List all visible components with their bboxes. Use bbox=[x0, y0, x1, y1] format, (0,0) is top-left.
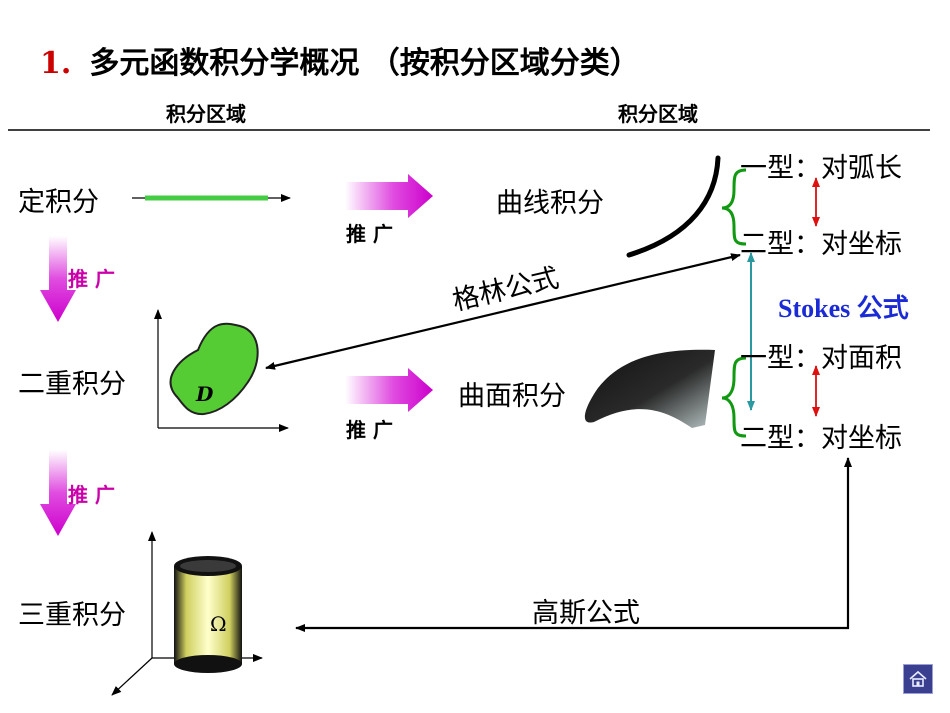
page-title: 1. 多元函数积分学概况 （按积分区域分类） bbox=[40, 38, 640, 82]
double-integral-label: 二重积分 bbox=[18, 369, 126, 400]
region-d-shape bbox=[169, 322, 259, 416]
home-icon bbox=[909, 670, 927, 687]
generalize-label-to-line: 推 广 bbox=[346, 222, 393, 246]
stokes-formula-label: Stokes 公式 bbox=[778, 294, 909, 323]
title-number: 1. bbox=[40, 46, 72, 81]
region-d-label: D bbox=[196, 382, 214, 406]
generalize-arrow-down-2 bbox=[40, 450, 76, 536]
line-type2-label: 二型：对坐标 bbox=[740, 229, 902, 260]
surface-patch bbox=[584, 349, 715, 428]
title-text: 多元函数积分学概况 （按积分区域分类） bbox=[89, 46, 640, 81]
header-left: 积分区域 bbox=[166, 102, 246, 126]
surface-type2-label: 二型：对坐标 bbox=[740, 423, 902, 454]
line-types-brace bbox=[721, 168, 747, 246]
generalize-arrow-down-1 bbox=[40, 236, 76, 322]
gauss-formula-label: 高斯公式 bbox=[532, 598, 640, 629]
generalize-arrow-to-line bbox=[345, 174, 433, 218]
generalize-arrow-to-surface bbox=[345, 368, 433, 412]
triple-x-axis bbox=[111, 657, 153, 696]
line-type1-label: 一型：对弧长 bbox=[740, 153, 902, 184]
header-right: 积分区域 bbox=[618, 102, 698, 126]
solid-omega-cylinder bbox=[174, 556, 242, 673]
region-omega-label: Ω bbox=[210, 612, 227, 636]
definite-integral-label: 定积分 bbox=[18, 187, 99, 218]
surface-type1-label: 一型：对面积 bbox=[740, 343, 902, 374]
line-integral-label: 曲线积分 bbox=[496, 188, 604, 219]
generalize-label-to-surface: 推 广 bbox=[346, 418, 393, 442]
generalize-label-down-2: 推 广 bbox=[68, 483, 115, 507]
green-formula-arrow bbox=[265, 253, 741, 370]
gauss-formula-arrow bbox=[295, 457, 852, 632]
triple-integral-label: 三重积分 bbox=[18, 600, 126, 631]
surface-integral-label: 曲面积分 bbox=[458, 381, 566, 412]
generalize-label-down-1: 推 广 bbox=[68, 267, 115, 291]
home-button[interactable] bbox=[903, 664, 933, 694]
curve-arc bbox=[626, 155, 721, 258]
